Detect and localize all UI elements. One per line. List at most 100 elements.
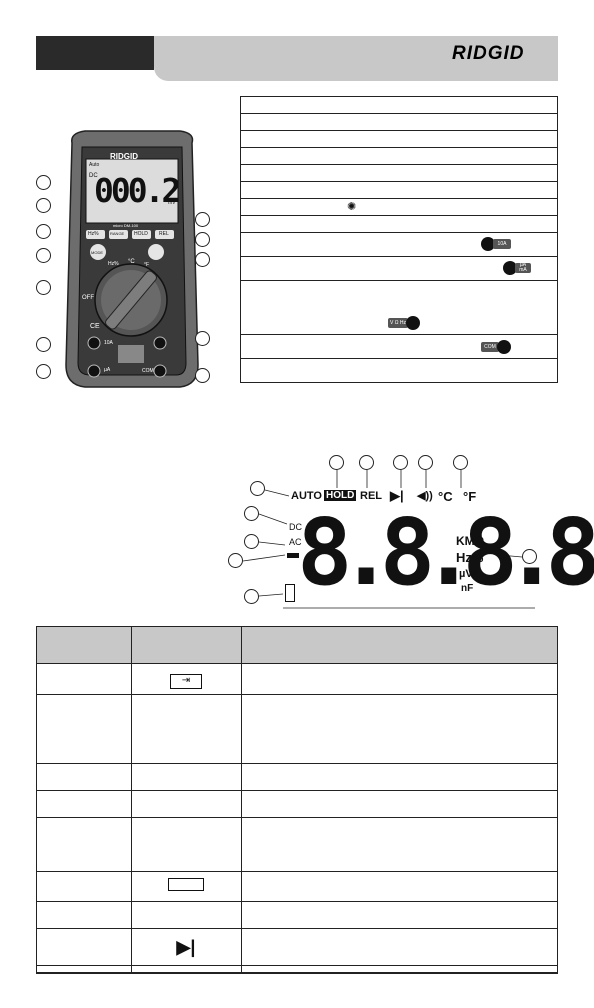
table-vline (36, 626, 37, 972)
battery-icon (285, 584, 295, 602)
callout-circle (36, 364, 51, 379)
callout-circle (250, 481, 265, 496)
jack-ua-label: µA (104, 367, 111, 373)
dial-off-label: OFF (82, 295, 94, 301)
symbol-table: ⇥ ▶| (36, 626, 558, 966)
lcd-unit: mV (168, 200, 176, 206)
table-row (36, 871, 558, 902)
dial-hz-label: Hz% (108, 261, 119, 267)
table-row: ⇥ (36, 663, 558, 695)
table-row (36, 817, 558, 872)
dial-c-label: °C (128, 259, 135, 265)
empty-box-icon (168, 877, 204, 891)
legend-row (240, 359, 558, 383)
table-vline (131, 626, 132, 972)
callout-circle (36, 175, 51, 190)
diode-icon: ▶| (390, 488, 404, 503)
table-row (36, 901, 558, 929)
legend-row: ✺ (240, 199, 558, 216)
legend-row (240, 114, 558, 131)
continuity-icon: ◀)) (417, 490, 433, 502)
callout-circle (36, 224, 51, 239)
legend-row (240, 97, 558, 114)
lcd-auto-label: Auto (89, 162, 100, 168)
lcd-unit-uva: µVA (459, 568, 480, 580)
leader-lines (242, 470, 535, 609)
meter-drawing (65, 130, 199, 388)
lcd-unit-nf: nF (461, 583, 474, 594)
lcd-hold: HOLD (324, 490, 357, 501)
callout-circle (244, 534, 259, 549)
table-vline (241, 626, 242, 972)
header-gray-bar (154, 36, 558, 67)
jack-10a-icon: 10A (481, 237, 511, 251)
lcd-fahrenheit: °F (463, 489, 477, 504)
table-header-row (36, 626, 558, 664)
callout-circle (36, 198, 51, 213)
lcd-ac: AC (289, 537, 302, 547)
header-gray-bar-tail (154, 67, 558, 81)
table-row (36, 790, 558, 818)
mode-button-label: MODE (91, 250, 103, 255)
meter-brand: RIDGID (110, 152, 138, 161)
ce-mark: CE (90, 323, 100, 330)
hz-button-label: Hz% (88, 231, 99, 237)
lcd-unit-kmohm: KMΩ (456, 534, 485, 548)
callout-circle (359, 455, 374, 470)
brand-logo: RIDGID (452, 43, 525, 64)
legend-row: V Ω Hz (240, 281, 558, 335)
callout-circle (228, 553, 243, 568)
lcd-rel: REL (360, 490, 382, 502)
diode-symbol-icon: ▶| (176, 936, 196, 957)
callout-circle (195, 212, 210, 227)
callout-circle (244, 506, 259, 521)
callout-circle (195, 368, 210, 383)
lcd-dc: DC (289, 522, 302, 532)
callout-circle (195, 232, 210, 247)
lcd-auto: AUTO (291, 490, 322, 502)
lcd-reading: 000.2 (94, 171, 181, 210)
callout-circle (522, 549, 537, 564)
legend-row: COM (240, 335, 558, 359)
jack-com-label: COM (142, 368, 154, 374)
jack-com-icon: COM (481, 340, 511, 354)
input-arrow-icon: ⇥ (170, 673, 202, 689)
legend-row (240, 216, 558, 233)
jack-volt-icon: V Ω Hz (388, 316, 420, 330)
footer-rule (36, 972, 558, 974)
dial-f-label: °F (144, 262, 150, 268)
rel-button-label: REL (159, 231, 169, 237)
legend-row (240, 131, 558, 148)
callout-circle (244, 589, 259, 604)
callout-circle (195, 252, 210, 267)
callout-circle (195, 331, 210, 346)
lcd-celsius: °C (438, 489, 453, 504)
legend-row (240, 165, 558, 182)
header-dark-tab (36, 36, 154, 70)
lcd-dc-label: DC (89, 173, 98, 179)
legend-row (240, 148, 558, 165)
jack-10a-label: 10A (104, 340, 113, 346)
legend-row (240, 182, 558, 199)
meter-model: micro DM-100 (113, 223, 139, 228)
negative-sign (287, 553, 299, 558)
callout-circle (329, 455, 344, 470)
callout-circle (36, 337, 51, 352)
hold-button-label: HOLD (134, 231, 148, 237)
meter-illustration: RIDGID Auto DC 000.2 mV micro DM-100 Hz%… (30, 125, 230, 395)
callout-circle (418, 455, 433, 470)
callout-circle (36, 248, 51, 263)
table-row (36, 694, 558, 764)
callout-circle (453, 455, 468, 470)
legend-row: 10A (240, 233, 558, 257)
callout-circle (36, 280, 51, 295)
callout-circle (393, 455, 408, 470)
backlight-icon: ✺ (347, 201, 357, 213)
table-row (36, 763, 558, 791)
lcd-digits: 8.8.8.8 (297, 499, 594, 606)
table-vline (557, 626, 558, 972)
table-row: ▶| (36, 928, 558, 966)
